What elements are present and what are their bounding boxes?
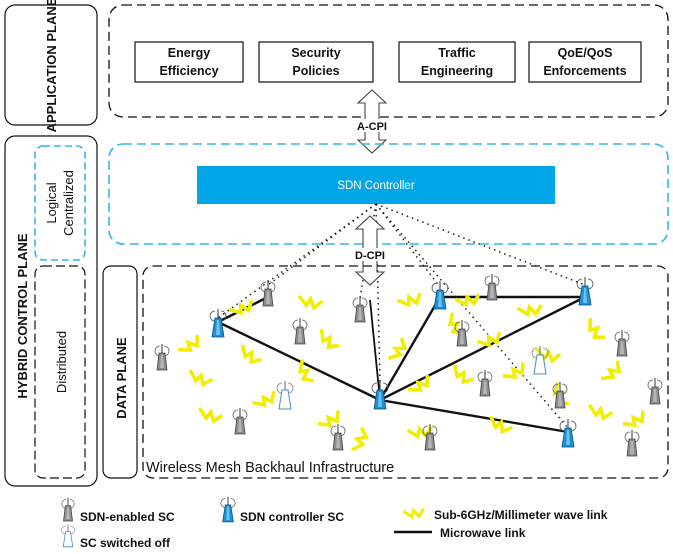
legend-sc-off-icon xyxy=(61,524,75,548)
svg-text:Traffic: Traffic xyxy=(438,46,476,60)
data-plane-title: DATA PLANE xyxy=(114,337,129,419)
application-plane-box xyxy=(108,4,669,118)
svg-text:Efficiency: Efficiency xyxy=(159,64,218,78)
legend-sdn-enabled-label: SDN-enabled SC xyxy=(80,510,175,524)
sdn-controller-sc xyxy=(371,380,389,410)
legend: SDN-enabled SC SDN controller SC Sub-6GH… xyxy=(61,496,608,550)
distributed-box xyxy=(34,265,86,479)
sc-switched-off xyxy=(276,380,294,410)
sc-switched-off xyxy=(531,345,549,375)
data-plane-box xyxy=(142,265,669,479)
logical-label: Logical xyxy=(44,182,59,223)
sdn-enabled-sc xyxy=(614,329,630,357)
sdn-controller-sc xyxy=(576,276,594,306)
sdn-controller-box xyxy=(197,166,555,204)
application-plane-title-box xyxy=(4,4,98,126)
sdn-enabled-sc xyxy=(624,429,640,457)
distributed-label: Distributed xyxy=(54,331,69,393)
hybrid-control-plane-title: HYBRID CONTROL PLANE xyxy=(15,233,30,398)
app-traffic-engineering: Traffic Engineering xyxy=(398,41,516,83)
sdn-enabled-sc xyxy=(330,423,346,451)
control-dotted-links xyxy=(217,203,586,429)
svg-text:Policies: Policies xyxy=(292,64,339,78)
infrastructure-label: Wireless Mesh Backhaul Infrastructure xyxy=(146,460,394,476)
svg-text:Security: Security xyxy=(291,46,340,60)
legend-wave-link-icon xyxy=(401,506,427,521)
legend-sdn-controller-icon xyxy=(220,496,236,523)
legend-sdn-controller-label: SDN controller SC xyxy=(240,510,344,524)
sdn-enabled-sc xyxy=(352,295,368,323)
sdn-enabled-sc xyxy=(484,273,500,301)
wireless-links xyxy=(176,290,650,455)
legend-microwave-label: Microwave link xyxy=(440,526,526,540)
logical-centralized-box xyxy=(34,145,86,261)
control-plane-box xyxy=(108,143,669,245)
sdn-enabled-sc xyxy=(154,343,170,371)
hybrid-control-plane-title-box xyxy=(4,135,98,487)
svg-text:Enforcements: Enforcements xyxy=(543,64,626,78)
data-plane-title-box xyxy=(102,265,138,479)
microwave-links xyxy=(217,295,586,434)
sdn-controller-label: SDN Controller xyxy=(337,180,414,192)
sdn-enabled-sc xyxy=(647,377,663,405)
app-energy-efficiency: Energy Efficiency xyxy=(134,41,244,83)
application-plane-title: APPLICATION PLANE xyxy=(44,0,59,132)
app-security-policies: Security Policies xyxy=(258,41,374,83)
svg-text:QoE/QoS: QoE/QoS xyxy=(558,46,613,60)
d-cpi-label: D-CPI xyxy=(355,250,385,262)
a-cpi-label: A-CPI xyxy=(357,121,387,133)
legend-sdn-enabled-icon xyxy=(61,497,75,522)
sdn-controller-sc xyxy=(431,280,449,310)
legend-wave-link-label: Sub-6GHz/Millimeter wave link xyxy=(434,508,608,522)
sdn-enabled-sc xyxy=(260,279,276,307)
svg-text:Engineering: Engineering xyxy=(421,64,493,78)
sdn-enabled-sc xyxy=(477,369,493,397)
svg-text:Energy: Energy xyxy=(168,46,210,60)
sdn-enabled-sc xyxy=(232,407,248,435)
sdn-enabled-sc xyxy=(292,317,308,345)
legend-sc-off-label: SC switched off xyxy=(80,536,171,550)
sdn-controller-sc xyxy=(559,418,577,448)
app-qoe-qos-enforcements: QoE/QoS Enforcements xyxy=(528,41,642,83)
centralized-label: Centralized xyxy=(61,170,76,236)
